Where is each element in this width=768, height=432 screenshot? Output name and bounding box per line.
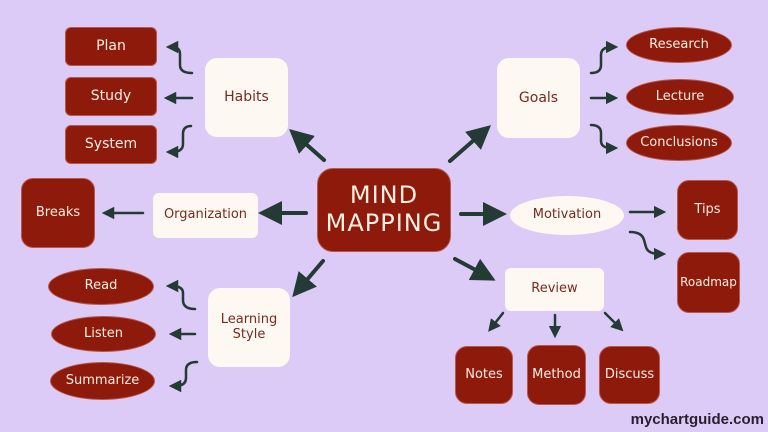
branch-habits[interactable]: Habits — [205, 58, 288, 137]
leaf-summarize[interactable]: Summarize — [50, 362, 155, 400]
leaf-method-label: Method — [532, 366, 581, 382]
branch-motivation-label: Motivation — [532, 207, 602, 223]
leaf-discuss[interactable]: Discuss — [599, 346, 660, 404]
leaf-summarize-label: Summarize — [65, 372, 140, 388]
leaf-study-label: Study — [90, 88, 132, 105]
arrow-to-review — [453, 257, 496, 281]
leaf-lecture-label: Lecture — [655, 88, 705, 104]
branch-organization[interactable]: Organization — [153, 193, 258, 238]
leaf-lecture[interactable]: Lecture — [626, 79, 734, 115]
branch-learning-style[interactable]: Learning Style — [208, 288, 290, 367]
leaf-plan-label: Plan — [96, 38, 126, 55]
leaf-tips[interactable]: Tips — [677, 180, 738, 240]
leaf-notes[interactable]: Notes — [455, 346, 513, 404]
leaf-research-label: Research — [649, 36, 709, 52]
leaf-research[interactable]: Research — [626, 27, 732, 63]
branch-organization-label: Organization — [163, 207, 248, 223]
leaf-tips-label: Tips — [694, 201, 721, 217]
branch-review-label: Review — [531, 281, 578, 297]
branch-learning-style-line1: Learning — [220, 311, 278, 327]
leaf-system-label: System — [84, 136, 138, 153]
watermark: mychartguide.com — [630, 411, 764, 428]
leaf-listen-label: Listen — [84, 325, 123, 341]
arrow-to-goals — [448, 125, 492, 163]
leaf-plan[interactable]: Plan — [65, 27, 157, 66]
branch-habits-label: Habits — [224, 89, 269, 106]
leaf-discuss-label: Discuss — [604, 366, 655, 382]
leaf-breaks-label: Breaks — [35, 204, 81, 220]
central-topic-line2: MAPPING — [325, 209, 443, 237]
leaf-system[interactable]: System — [65, 125, 157, 164]
leaf-method[interactable]: Method — [527, 345, 586, 405]
leaf-read-label: Read — [84, 278, 118, 294]
leaf-notes-label: Notes — [465, 366, 503, 382]
branch-review[interactable]: Review — [505, 268, 604, 311]
leaf-conclusions[interactable]: Conclusions — [626, 125, 732, 161]
arrow-to-habits — [289, 129, 326, 162]
arrow-to-learning-style — [292, 259, 325, 298]
leaf-study[interactable]: Study — [65, 77, 157, 116]
leaf-breaks[interactable]: Breaks — [21, 178, 95, 248]
branch-motivation[interactable]: Motivation — [510, 196, 624, 235]
branch-goals-label: Goals — [518, 89, 559, 106]
central-topic[interactable]: MIND MAPPING — [317, 168, 451, 252]
branch-learning-style-line2: Style — [232, 326, 266, 342]
leaf-listen[interactable]: Listen — [51, 316, 156, 352]
leaf-roadmap[interactable]: Roadmap — [677, 252, 740, 313]
central-topic-line1: MIND — [349, 181, 419, 210]
leaf-conclusions-label: Conclusions — [640, 134, 718, 150]
branch-goals[interactable]: Goals — [497, 58, 580, 138]
leaf-roadmap-label: Roadmap — [680, 274, 737, 289]
leaf-read[interactable]: Read — [48, 268, 154, 305]
